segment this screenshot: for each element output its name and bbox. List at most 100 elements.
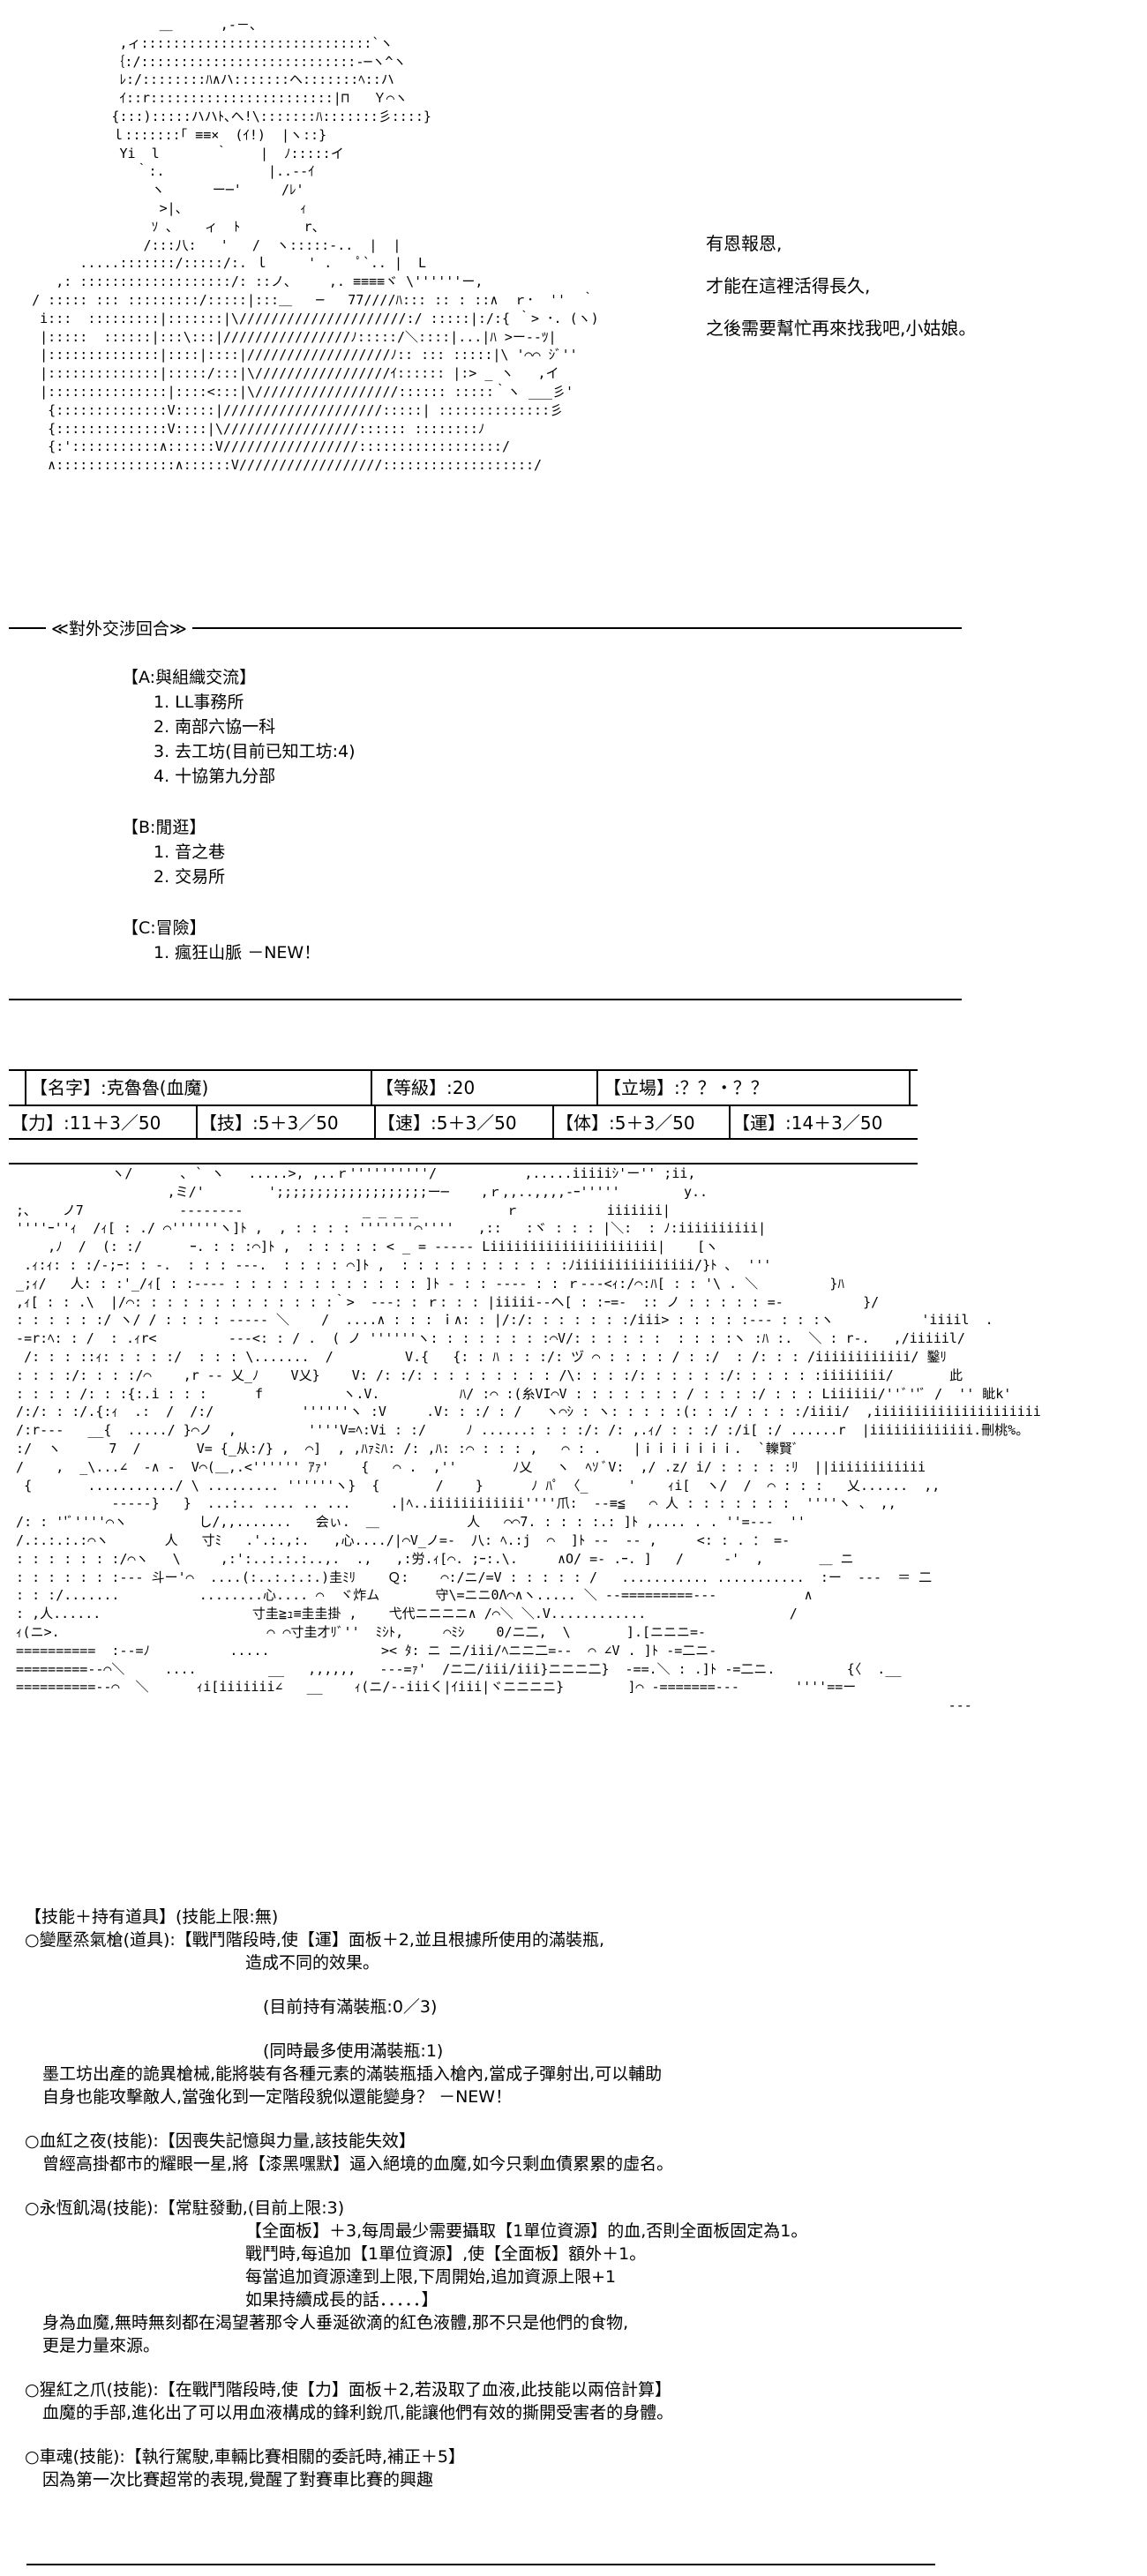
ascii-line: / , _\...∠ -∧ - V⌒(＿,.<'''''' ｱｧ' { ⌒ . … xyxy=(0,1458,1046,1475)
ascii-line: .....:::::::/:::::/:. ｌ ' . ﾟ`.. | L xyxy=(0,255,427,272)
status-stance: 【立場】:？？・？？ xyxy=(603,1077,768,1098)
ascii-art-character: ヽ/ ､ ` ヽ .....>, ,..ｒ''''''''''/ ,.....i… xyxy=(0,1164,1049,1883)
menu-item[interactable]: 1. 音之巷 xyxy=(154,842,226,862)
skill-3-text: 【全面板】＋3,每周最少需要攝取【1單位資源】的血,否則全面板固定為1。 xyxy=(245,2221,808,2241)
dialogue-line-2: 才能在這裡活得長久, xyxy=(706,275,871,296)
ascii-line: ,ィ:::::::::::::::::::::::::::::`ヽ xyxy=(0,34,394,51)
status-level: 【等級】:20 xyxy=(376,1077,476,1098)
skill-1-title: ○變壓烝氣槍(道具):【戰鬥階段時,使【運】面板＋2,並且根據所使用的滿裝瓶, xyxy=(25,1930,605,1950)
ascii-line: : : :/....... ........心.... ⌒ ヾ炸ム 守\=ニニ0… xyxy=(0,1587,813,1604)
skill-1-text: 造成不同的效果。 xyxy=(245,1953,380,1973)
ascii-line: ヽ/ ､ ` ヽ .....>, ,..ｒ''''''''''/ ,.....i… xyxy=(0,1165,696,1181)
skill-1-desc: 自身也能攻擊敵人,當強化到一定階段貌似還能變身？ －NEW！ xyxy=(42,2087,513,2107)
status-rule xyxy=(9,1069,918,1071)
ascii-line: .ｨ:ｨ: : :/-;ｰ: : -. : : : ---. : : : : ⌒… xyxy=(0,1256,772,1273)
dialogue-line-3: 之後需要幫忙再來找我吧,小姑娘。 xyxy=(706,318,977,339)
ascii-line: /: : ''ﾞ''''⌒ヽ し/,,....... 会ぃ. ＿ 人 ⌒⌒7. … xyxy=(0,1514,806,1531)
ascii-line: ｿ ､ ィ ﾄ r、 xyxy=(0,218,326,235)
stat-power: 【力】:11＋3／50 xyxy=(11,1112,161,1134)
ascii-line: ==========--⌒ ＼ ｨi[iiiiiii∠ __ ｨ(ニ/--iii… xyxy=(0,1679,857,1696)
skill-5-title: ○車魂(技能):【執行駕駛,車輛比賽相關的委託時,補正＋5】 xyxy=(25,2447,465,2467)
status-rule xyxy=(9,1163,918,1164)
skills-section: 【技能＋持有道具】(技能上限:無) ○變壓烝氣槍(道具):【戰鬥階段時,使【運】… xyxy=(25,1906,907,2491)
ascii-line: :/ ヽ 7 / V= {_从:/} , ⌒] , ,ﾊｧﾐﾊ: /: ,ﾊ: … xyxy=(0,1440,799,1456)
section-title: ≪對外交涉回合≫ xyxy=(46,616,192,640)
stat-luck: 【運】:14＋3／50 xyxy=(732,1112,883,1134)
skill-2-desc: 曾經高掛都市的耀眼一星,將【漆黑嘿默】逼入絕境的血魔,如今只剩血債累累的虛名。 xyxy=(42,2154,674,2174)
ascii-line: Yi l ｀ | ﾉ:::::イ xyxy=(0,145,344,161)
ascii-line: : : : : : : :/⌒ヽ \ ,:':..:.:.:..,. ., ,:… xyxy=(0,1550,854,1567)
skills-header: 【技能＋持有道具】(技能上限:無) xyxy=(25,1907,279,1927)
ascii-line: /:r--- __{ ...../ }⌒ノ , ''''V=ﾍ:Vi : :/ … xyxy=(0,1422,1030,1439)
skill-5-desc: 因為第一次比賽超常的表現,覺醒了對賽車比賽的興趣 xyxy=(42,2470,434,2490)
dialogue: 有恩報恩, 才能在這裡活得長久, 之後需要幫忙再來找我吧,小姑娘。 xyxy=(706,222,1129,349)
skill-4-desc: 血魔的手部,進化出了可以用血液構成的鋒利銳爪,能讓他們有效的撕開受害者的身體。 xyxy=(42,2403,674,2422)
skill-4-title: ○猩紅之爪(技能):【在戰鬥階段時,使【力】面板＋2,若汲取了血液,此技能以兩倍… xyxy=(25,2380,672,2400)
ascii-line: ,ﾉ / (: :/ ｰ. : : :⌒]ﾄ , : : : : : < _ =… xyxy=(0,1239,719,1255)
menu-item[interactable]: 4. 十協第九分部 xyxy=(154,767,276,786)
ascii-line: ''''ｰ''ｨ /ｨ[ : ./ ⌒''''''ヽ]ﾄ , , : : : :… xyxy=(0,1220,767,1237)
ascii-line: |::::: ::::::|:::\:::|////////////////ﾉ:… xyxy=(0,328,557,345)
section-divider-top xyxy=(9,627,962,629)
ascii-line: /:::八: ' / ヽ:::::-.. | | xyxy=(0,236,401,253)
ascii-line: ｌ:::::::｢ ≡≡× (ｲ!) |ヽ::} xyxy=(0,126,327,143)
menu-head-c: 【C:冒險】 xyxy=(122,918,206,938)
menu-item[interactable]: 1. LL事務所 xyxy=(154,693,244,712)
ascii-line: >|、 ｨ xyxy=(0,199,307,216)
skill-3-title: ○永恆飢渴(技能):【常駐發動,(目前上限:3) xyxy=(25,2198,345,2218)
ascii-line: i::: :::::::::|:::::::|\////////////////… xyxy=(0,310,599,326)
skill-1-max-use: (同時最多使用滿裝瓶:1) xyxy=(263,2041,444,2061)
ascii-line: ﾚ:/::::::::ﾊ∧ハ:::::::ヘ:::::::ﾍ::ハ xyxy=(0,71,394,88)
ascii-line: / ::::: ::: :::::::::/:::::|:::＿ ─ 77///… xyxy=(0,291,596,308)
skill-3-desc: 身為血魔,無時無刻都在渴望著那令人垂涎欲滴的紅色液體,那不只是他們的食物, xyxy=(42,2313,629,2333)
ascii-line: ∧:::::::::::::::∧::::::V////////////////… xyxy=(0,457,543,474)
menu-item[interactable]: 3. 去工坊(目前已知工坊:4) xyxy=(154,742,356,761)
menu-head-a: 【A:與組織交流】 xyxy=(122,668,257,687)
stat-speed: 【速】:5＋3／50 xyxy=(378,1112,517,1134)
ascii-line: : : : : : : :--- 斗ー'⌒ ....(:..:.:.:.)圭ﾐﾘ… xyxy=(0,1569,933,1585)
ascii-line: |::::::::::::::|::::|::::|//////////////… xyxy=(0,347,578,363)
ascii-line: |::::::::::::::|:::::/:::|\/////////////… xyxy=(0,365,559,382)
ascii-line: : ,人...... 寸圭≧ｭ≡圭圭掛 , 弋代ニニニニ∧ /⌒＼ ＼.V...… xyxy=(0,1606,798,1622)
ascii-line: ,ミ/' ';;;;;;;;;;;;;;;;;;;ー─ ,ｒ,,..,,,,-ｰ… xyxy=(0,1183,708,1200)
skill-3-text: 每當追加資源達到上限,下周開始,追加資源上限+1 xyxy=(245,2267,617,2287)
status-rule xyxy=(9,1105,918,1106)
ascii-line: {:::):::::ハハﾄ､ヘ!\:::::::ﾊ:::::::彡::::} xyxy=(0,108,431,124)
ascii-line: ヽ ー─' /ﾚ' xyxy=(0,182,304,198)
ascii-art-portrait: ＿ ,-－、 ,ィ:::::::::::::::::::::::::::::`ヽ… xyxy=(0,16,599,607)
ascii-line: _;ｨ/ 人: : :'_/ｨ[ : :---- : : : : : : : :… xyxy=(0,1275,844,1292)
stat-body: 【体】:5＋3／50 xyxy=(556,1112,695,1134)
menu-item[interactable]: 2. 南部六協一科 xyxy=(154,717,276,737)
ascii-line: ;､ ノ7 -------- _ _ _ _ ｒ iiiiiii| xyxy=(0,1202,671,1218)
ascii-line: ========== :--=ﾉ ..... >< ﾀ: ニ ニ/iii/ﾍニニ… xyxy=(0,1642,717,1659)
skill-3-text: 如果持續成長的話．．．．．】 xyxy=(245,2290,439,2310)
ascii-line: {::::::::::::::V::::|\/////////////////:… xyxy=(0,420,485,437)
status-name: 【名字】:克魯魯(血魔) xyxy=(30,1077,209,1098)
ascii-line: {:':::::::::::∧::::::V/////////////////:… xyxy=(0,438,510,455)
skill-1-desc: 墨工坊出產的詭異槍械,能將裝有各種元素的滿裝瓶插入槍內,當成子彈射出,可以輔助 xyxy=(42,2064,663,2084)
ascii-line: ｨ(ニ>. ⌒ ⌒寸圭才ﾘﾞ'' ﾐｼﾄ, ⌒ﾐｼ 0/ニ二, \ ].[ニニニ… xyxy=(0,1623,707,1640)
menu-item[interactable]: 1. 瘋狂山脈 －NEW！ xyxy=(154,943,321,962)
ascii-line: ,: :::::::::::::::::::/: ::ノ、 ,. ≡≡≡≡ヾ \… xyxy=(0,273,484,290)
action-menu: 【A:與組織交流】 1. LL事務所 2. 南部六協一科 3. 去工坊(目前已知… xyxy=(122,665,355,965)
menu-head-b: 【B:閒逛】 xyxy=(122,818,206,837)
page-end-divider xyxy=(26,2564,935,2565)
section-divider-bottom xyxy=(9,999,962,1000)
ascii-line: ,ｨ[ : : .\ |/⌒: : : : : : : : : : : : :｀… xyxy=(0,1293,880,1310)
skill-1-ammo: (目前持有滿裝瓶:0／3) xyxy=(263,1997,438,2017)
ascii-line: ｀:. |..--ｲ xyxy=(0,163,315,180)
ascii-line: |:::::::::::::::|::::<:::|\/////////////… xyxy=(0,383,574,400)
skill-3-desc: 更是力量來源。 xyxy=(42,2336,161,2355)
status-rule xyxy=(9,1138,918,1140)
ascii-line: =========--⌒＼ .... __ ,,,,,, ---=ｧ' /ニ二/… xyxy=(0,1660,902,1677)
ascii-line: -----} } ...:.. .... .. ... .|ﾍ..iiiiiii… xyxy=(0,1495,896,1512)
ascii-line: : : : : /: : :{:.i : : : f ヽ.V. ﾊ/ :⌒ :(… xyxy=(0,1385,1012,1402)
ascii-line: --- xyxy=(0,1697,972,1714)
ascii-line: : : : : : :/ ヽ/ / : : : : ----- ＼ / ....… xyxy=(0,1312,993,1329)
ascii-line: ｲ::r:::::::::::::::::::::::|⊓ Ｙ⌒ヽ xyxy=(0,90,408,107)
menu-item[interactable]: 2. 交易所 xyxy=(154,867,226,887)
ascii-line: /.:.:.:.:⌒ヽ 人 寸ﾐ .'.:.,:. ,心..../|⌒V_ノ=-… xyxy=(0,1531,791,1548)
stat-skill: 【技】:5＋3／50 xyxy=(199,1112,339,1134)
ascii-line: /:/: : :/.{:ｨ .: / /:/ ''''''ヽ :V .V: : … xyxy=(0,1404,1049,1420)
ascii-line: { .........../ \ ......... ''''''ヽ} { / … xyxy=(0,1477,941,1494)
